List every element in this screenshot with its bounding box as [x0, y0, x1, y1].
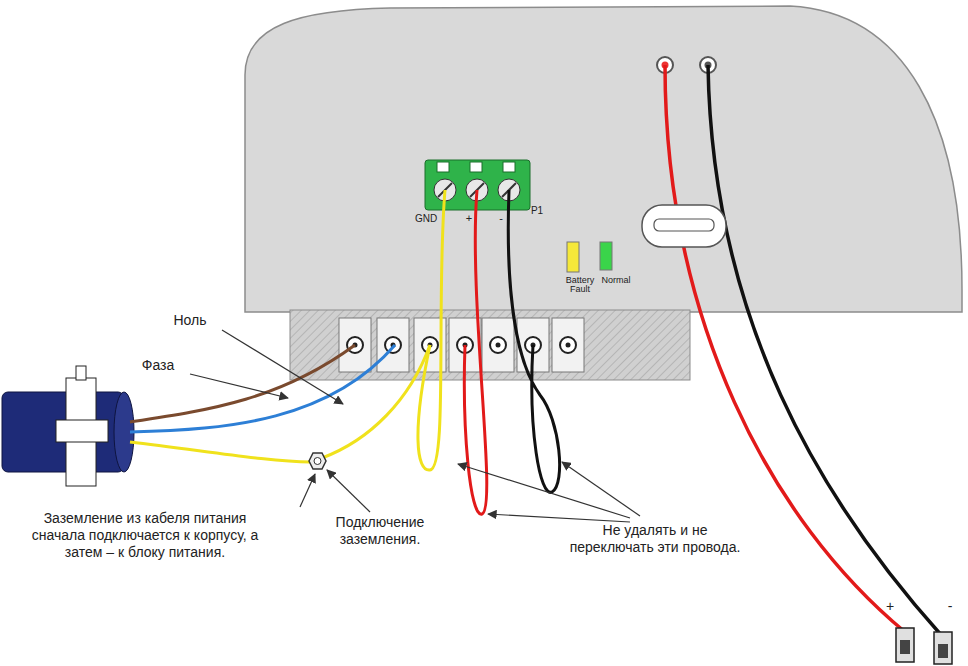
battery-connectors	[896, 628, 952, 664]
ground-nut	[309, 453, 326, 469]
ground-wire	[130, 442, 310, 462]
connector-label: P1	[526, 206, 548, 217]
plus-loop-wire	[464, 190, 486, 514]
power-cable-plug	[2, 366, 134, 486]
terminal-strip	[290, 310, 690, 380]
polarity-label: -	[942, 598, 958, 615]
cable-clip	[642, 205, 726, 247]
battery-wire-black	[708, 65, 942, 636]
minus-loop-wire	[508, 190, 559, 492]
pin-label: GND	[412, 214, 440, 225]
note-text: Заземление из кабеля питания сначала под…	[30, 510, 260, 560]
phase-wire	[130, 345, 355, 422]
leader-line	[562, 462, 640, 516]
led-battery-fault	[567, 242, 579, 272]
pin-label: +	[462, 212, 476, 225]
leader-line	[300, 474, 315, 507]
led-label: Normal	[598, 276, 634, 285]
leader-line	[488, 514, 630, 522]
ground-loop-wire	[418, 190, 445, 470]
wire-label: Фаза	[128, 357, 188, 374]
leader-line	[222, 330, 343, 404]
led-label: Battery Fault	[558, 276, 602, 295]
led-normal	[600, 242, 612, 270]
note-text: Подключение заземления.	[310, 514, 450, 548]
leader-line	[190, 374, 288, 398]
polarity-label: +	[882, 598, 898, 615]
wire-label: Ноль	[160, 312, 220, 329]
psu-housing	[245, 6, 962, 312]
note-text: Не удалять и не переключать эти провода.	[560, 522, 750, 556]
pin-label: -	[494, 212, 508, 225]
leader-line	[327, 470, 370, 512]
